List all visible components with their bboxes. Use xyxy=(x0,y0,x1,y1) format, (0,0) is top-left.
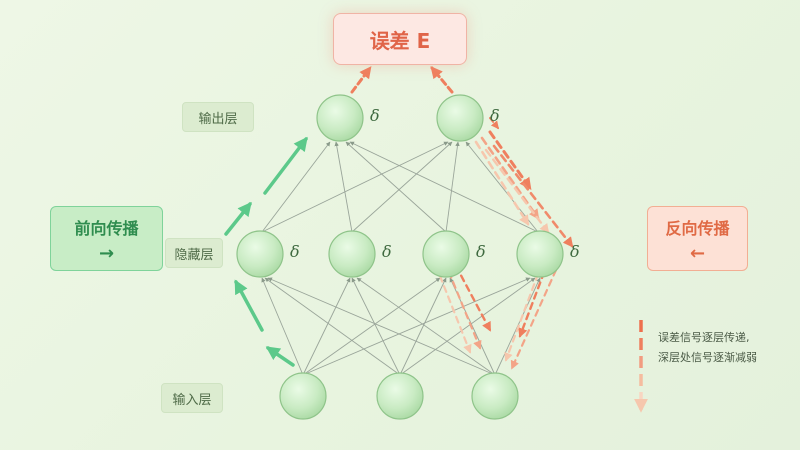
error-arrow-left xyxy=(350,66,372,94)
backward-arrow xyxy=(438,274,472,354)
backward-arrow xyxy=(447,270,482,350)
backward-arrows xyxy=(350,66,574,370)
hidden-layer-label: 隐藏层 xyxy=(165,238,223,268)
backward-arrow xyxy=(488,130,532,190)
input-layer-text: 输入层 xyxy=(172,392,212,408)
forward-arrow xyxy=(234,279,264,332)
delta-label: δ xyxy=(290,242,300,261)
connection xyxy=(261,277,304,376)
error-label: 误差 E xyxy=(369,28,431,53)
forward-arrows xyxy=(224,136,308,367)
connection xyxy=(302,277,531,376)
hidden-nodes xyxy=(236,230,564,278)
forward-arrow xyxy=(263,136,308,195)
hidden-node-2 xyxy=(328,230,376,278)
input-node-1 xyxy=(279,372,327,420)
backward-label: 反向传播 xyxy=(665,218,730,238)
backward-arrow xyxy=(454,264,492,332)
backward-arrow xyxy=(492,144,574,248)
input-hidden-connections xyxy=(261,277,541,376)
output-layer-label: 输出层 xyxy=(182,102,254,132)
connection xyxy=(399,277,536,376)
connection xyxy=(261,141,449,233)
connection xyxy=(264,277,401,376)
backward-arrow xyxy=(484,148,550,234)
input-nodes xyxy=(279,372,519,420)
hidden-node-3 xyxy=(422,230,470,278)
connection xyxy=(302,277,351,376)
hidden-node-4 xyxy=(516,230,564,278)
forward-arrow xyxy=(265,346,295,367)
connection xyxy=(345,141,447,233)
backward-propagation-box: 反向传播 ← xyxy=(647,206,748,271)
output-node-1 xyxy=(316,94,364,142)
output-node-2 xyxy=(436,94,484,142)
connection xyxy=(349,141,539,233)
output-layer-text: 输出层 xyxy=(198,111,238,127)
backward-arrow xyxy=(510,268,558,370)
connection xyxy=(351,277,401,376)
backward-arrow xyxy=(504,272,540,362)
connection xyxy=(399,277,447,376)
arrow-left-icon: ← xyxy=(689,242,706,264)
forward-propagation-box: 前向传播 → xyxy=(50,206,163,271)
connection xyxy=(334,141,353,233)
forward-label: 前向传播 xyxy=(74,218,139,238)
connection xyxy=(267,277,496,376)
delta-label: δ xyxy=(382,242,392,261)
input-node-2 xyxy=(376,372,424,420)
delta-label: δ xyxy=(476,242,486,261)
delta-label: δ xyxy=(370,106,380,125)
arrow-right-icon: → xyxy=(98,242,115,264)
connection xyxy=(445,141,460,233)
connection xyxy=(302,277,441,376)
input-layer-label: 输入层 xyxy=(161,383,223,413)
forward-arrow xyxy=(224,201,252,236)
error-box: 误差 E xyxy=(333,13,467,65)
hidden-node-1 xyxy=(236,230,284,278)
input-node-3 xyxy=(471,372,519,420)
error-arrow-right xyxy=(430,66,454,94)
connection xyxy=(351,141,453,233)
delta-label: δ xyxy=(490,106,500,125)
legend-line-1: 误差信号逐层传递, xyxy=(658,331,750,344)
backward-arrow xyxy=(474,140,530,226)
legend-line-2: 深层处信号逐渐减弱 xyxy=(658,351,757,364)
hidden-output-connections xyxy=(261,141,539,233)
delta-label: δ xyxy=(570,242,580,261)
output-nodes xyxy=(316,94,484,142)
connection xyxy=(356,277,496,376)
backward-arrow xyxy=(489,117,499,130)
backward-arrow xyxy=(480,136,540,220)
connection xyxy=(261,141,331,233)
hidden-layer-text: 隐藏层 xyxy=(174,247,214,263)
